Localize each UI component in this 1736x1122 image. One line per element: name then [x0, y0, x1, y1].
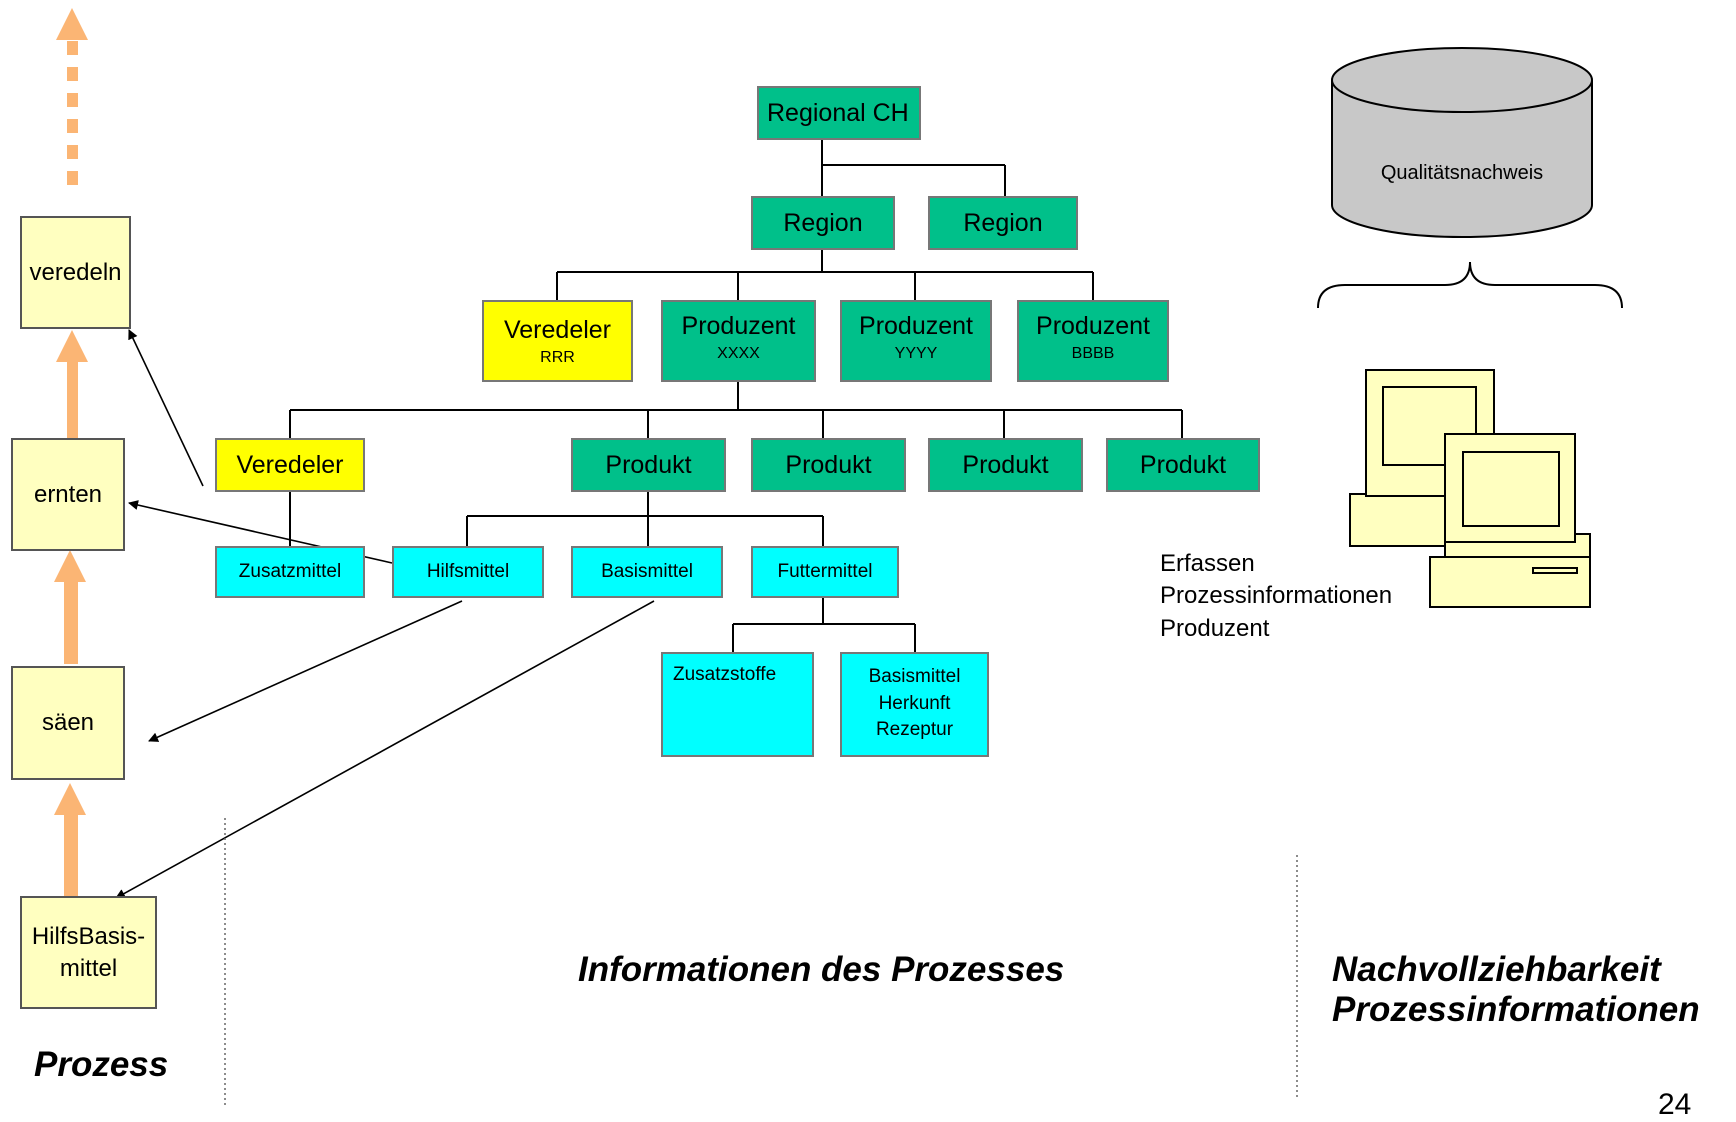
page-number: 24: [1658, 1088, 1692, 1121]
section-separators: [224, 818, 1298, 1108]
section-label-informationen: Informationen des Prozesses: [578, 950, 1065, 989]
node-zusatzmittel: Zusatzmittel: [215, 546, 365, 598]
node-region-1: Region: [751, 196, 895, 250]
database-label: Qualitätsnachweis: [1380, 162, 1544, 184]
node-zusatzstoffe: Zusatzstoffe: [661, 652, 814, 757]
process-step-hilfsbasismittel: HilfsBasis- mittel: [20, 896, 157, 1009]
tree-connectors: [289, 140, 1183, 661]
node-futtermittel: Futtermittel: [751, 546, 899, 598]
node-basismittel-herkunft-rezeptur: Basismittel Herkunft Rezeptur: [840, 652, 989, 757]
curly-brace: [1317, 261, 1623, 309]
process-step-ernten: ernten: [11, 438, 125, 551]
computer-icon: [1349, 369, 1591, 608]
process-label: Prozess: [34, 1045, 169, 1084]
node-basismittel: Basismittel: [571, 546, 723, 598]
computer-caption: Erfassen Prozessinformationen Produzent: [1160, 550, 1393, 642]
process-flow-arrows: [54, 8, 88, 897]
node-produkt-2: Produkt: [751, 438, 906, 492]
section-label-nachvollziehbarkeit: Nachvollziehbarkeit Prozessinformationen: [1332, 950, 1700, 1030]
process-step-saeen: säen: [11, 666, 125, 780]
node-produkt-4: Produkt: [1106, 438, 1260, 492]
node-region-2: Region: [928, 196, 1078, 250]
database-cylinder-icon: [1331, 47, 1593, 238]
node-veredeler: Veredeler: [215, 438, 365, 492]
node-produkt-1: Produkt: [571, 438, 726, 492]
node-produkt-3: Produkt: [928, 438, 1083, 492]
node-regional-ch: Regional CH: [757, 86, 921, 140]
process-step-veredeln: veredeln: [20, 216, 131, 329]
pointer-arrows: [115, 329, 655, 899]
node-hilfsmittel: Hilfsmittel: [392, 546, 544, 598]
